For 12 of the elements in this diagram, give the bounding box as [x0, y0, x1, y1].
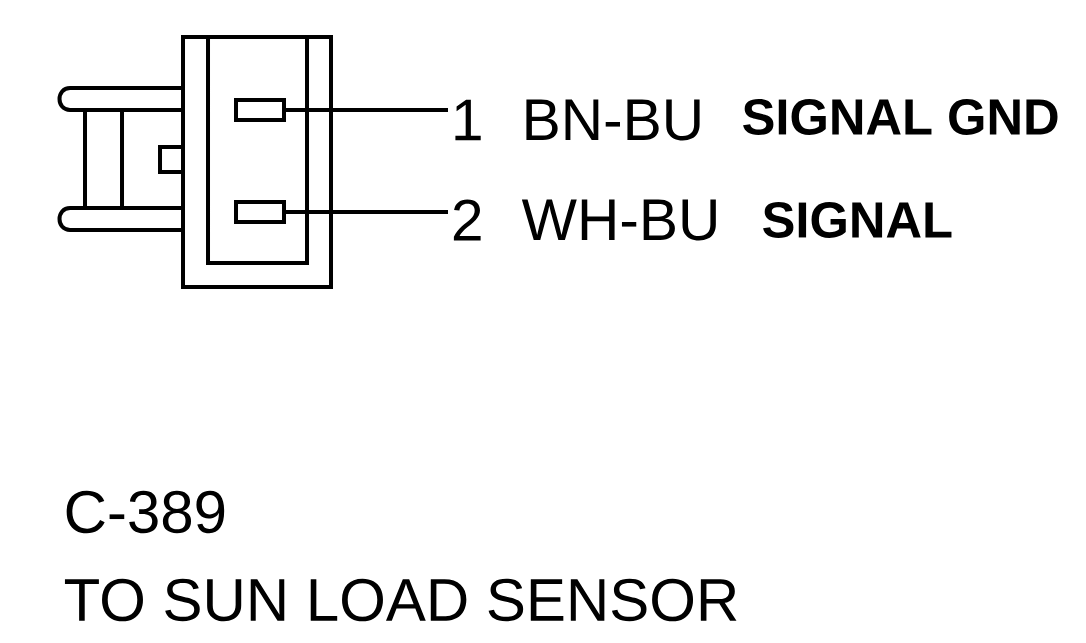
signal-name: SIGNAL: [763, 202, 952, 238]
pin-terminal: [234, 98, 286, 122]
connector-id: C-389: [66, 490, 225, 534]
wire-line: [286, 108, 448, 112]
wire-color-code: BN-BU: [526, 99, 700, 141]
wire-line: [286, 210, 448, 214]
connector-description: TO SUN LOAD SENSOR: [64, 578, 737, 622]
pin-number: 2: [453, 199, 481, 241]
pin-terminal: [234, 200, 286, 224]
wire-color-code: WH-BU: [521, 199, 716, 241]
pin-number: 1: [455, 99, 481, 141]
signal-name: SIGNAL GND: [743, 99, 1058, 135]
